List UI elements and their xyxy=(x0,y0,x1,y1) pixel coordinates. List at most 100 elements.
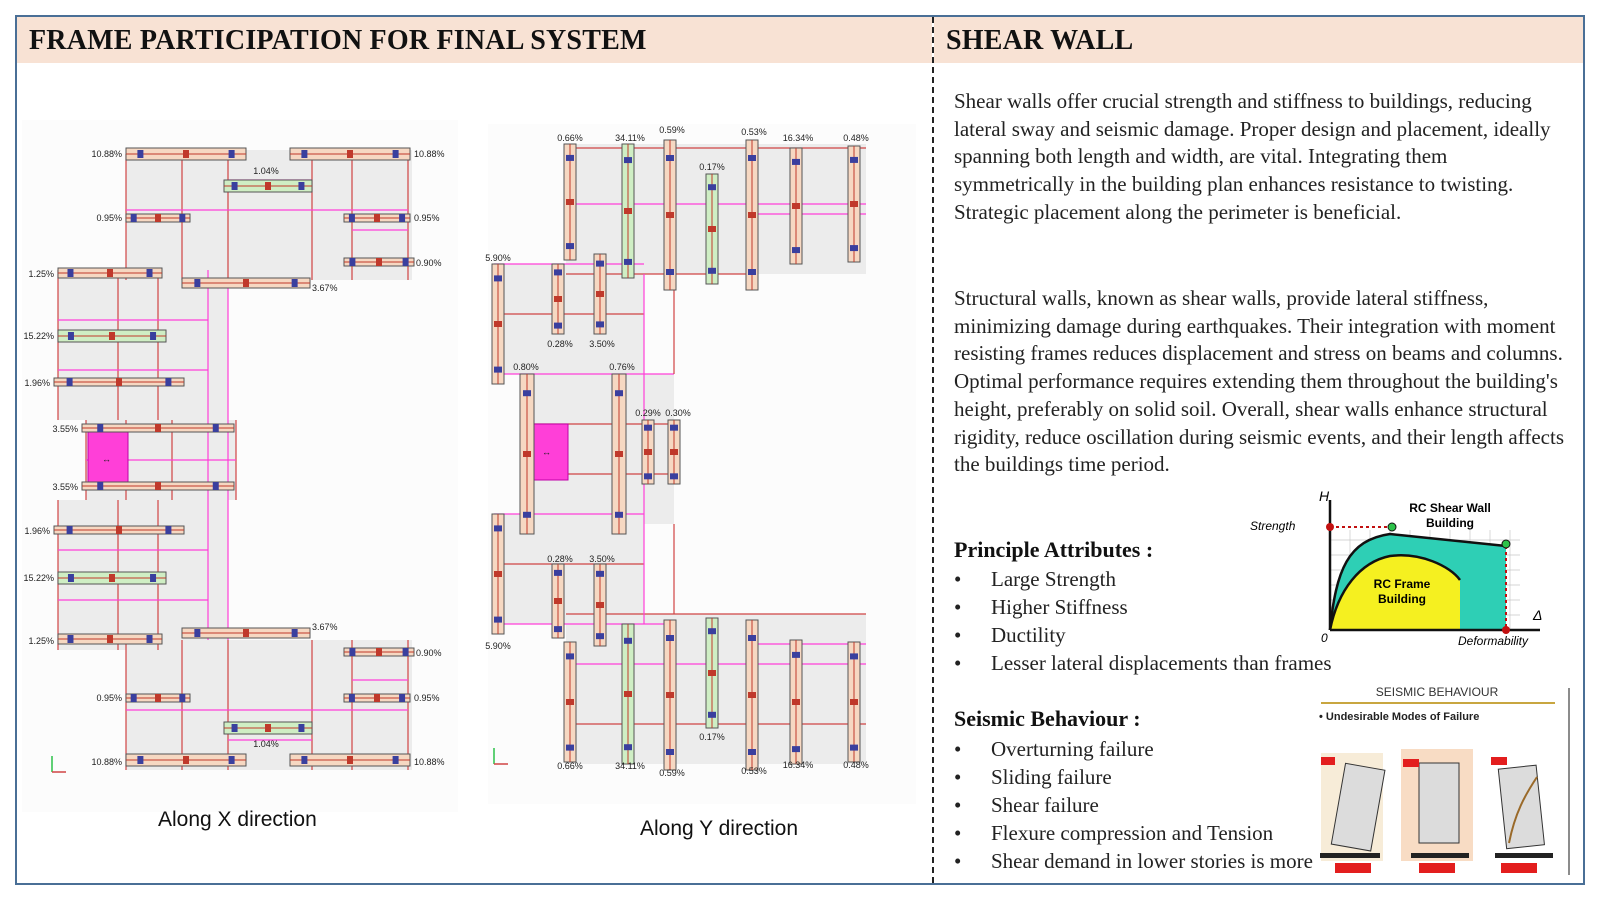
column xyxy=(243,279,249,287)
column xyxy=(523,511,531,518)
bullet: • xyxy=(954,765,962,789)
participation-label: 0.90% xyxy=(416,258,442,268)
column xyxy=(666,749,674,755)
column xyxy=(130,214,137,222)
strength-point xyxy=(1326,523,1334,531)
participation-label: 1.96% xyxy=(24,378,50,388)
bullet: • xyxy=(954,567,962,591)
column xyxy=(155,424,161,432)
column xyxy=(376,258,382,266)
column xyxy=(792,158,800,165)
column xyxy=(615,511,623,518)
column xyxy=(494,321,502,327)
column xyxy=(179,694,186,702)
shear-wall-core xyxy=(87,429,129,487)
participation-label: 0.17% xyxy=(699,732,725,742)
column xyxy=(494,366,502,373)
shear-wall-curve xyxy=(1328,532,1507,631)
column xyxy=(494,525,502,532)
column xyxy=(850,156,858,163)
participation-label: 1.25% xyxy=(28,636,54,646)
seismic-figure-title: SEISMIC BEHAVIOUR xyxy=(1376,685,1499,699)
sliding-sketch xyxy=(1401,749,1473,873)
column xyxy=(596,570,604,577)
column xyxy=(392,756,399,764)
participation-label: 34.11% xyxy=(615,133,645,143)
column xyxy=(566,243,574,250)
column xyxy=(228,756,235,764)
seismic-list: •Overturning failure •Sliding failure •S… xyxy=(954,735,1313,875)
column xyxy=(566,744,574,751)
column xyxy=(66,526,73,534)
column xyxy=(392,150,399,158)
column xyxy=(107,635,113,643)
column xyxy=(554,626,562,633)
column xyxy=(109,574,115,582)
participation-label: 1.04% xyxy=(253,739,279,749)
plan-x-caption: Along X direction xyxy=(158,808,317,831)
capacity-curve-graph: H Δ 0 Strength Deformability RC Shear Wa… xyxy=(1250,488,1542,648)
column xyxy=(150,332,157,340)
column xyxy=(349,258,356,266)
frame-label-1: RC Frame xyxy=(1374,577,1431,591)
graph-deformability-label: Deformability xyxy=(1458,634,1529,648)
plan-y-caption: Along Y direction xyxy=(640,817,799,840)
column xyxy=(615,390,623,397)
column xyxy=(748,269,756,275)
principle-item: •Ductility xyxy=(954,623,1066,647)
frame-label-2: Building xyxy=(1378,592,1426,606)
column xyxy=(748,155,756,161)
participation-label: 0.59% xyxy=(659,768,685,778)
column xyxy=(596,291,604,297)
participation-label: 0.80% xyxy=(513,362,539,372)
participation-label: 3.55% xyxy=(52,482,78,492)
principle-list: •Large Strength •Higher Stiffness •Ducti… xyxy=(954,565,1332,677)
column xyxy=(708,184,716,191)
column xyxy=(554,269,562,276)
core-arrow: ↔ xyxy=(542,447,551,457)
participation-label: 15.22% xyxy=(23,331,54,341)
column xyxy=(566,154,574,161)
participation-label: 1.96% xyxy=(24,526,50,536)
shear-wall-label-1: RC Shear Wall xyxy=(1409,501,1491,515)
column xyxy=(231,182,238,190)
column xyxy=(137,150,144,158)
structural-paragraph: Structural walls, known as shear walls, … xyxy=(954,286,1564,477)
frame-curve xyxy=(1328,554,1462,631)
column xyxy=(523,451,531,457)
column xyxy=(146,269,153,277)
column xyxy=(183,150,189,158)
column xyxy=(554,569,562,576)
column xyxy=(624,208,632,214)
column xyxy=(67,269,74,277)
participation-label: 10.88% xyxy=(91,149,122,159)
column xyxy=(666,155,674,161)
column xyxy=(792,247,800,254)
floor-block xyxy=(126,640,412,770)
ultimate-point xyxy=(1502,626,1510,634)
column xyxy=(130,694,137,702)
participation-label: 5.90% xyxy=(485,253,511,263)
participation-label: 16.34% xyxy=(783,133,814,143)
column xyxy=(376,648,382,656)
participation-label: 5.90% xyxy=(485,641,511,651)
column xyxy=(748,749,756,755)
shear-wall-core xyxy=(529,423,569,481)
column xyxy=(624,744,632,751)
seismic-item: •Shear failure xyxy=(954,793,1099,817)
bullet: • xyxy=(954,651,962,675)
column xyxy=(212,424,219,432)
column xyxy=(347,756,353,764)
bullet: • xyxy=(954,737,962,761)
column xyxy=(850,245,858,252)
column xyxy=(265,724,271,732)
participation-label: 1.04% xyxy=(253,166,279,176)
column xyxy=(348,214,355,222)
column xyxy=(67,635,74,643)
participation-label: 0.48% xyxy=(843,133,869,143)
column xyxy=(850,201,858,207)
column xyxy=(792,203,800,209)
column xyxy=(624,157,632,164)
column xyxy=(596,260,604,267)
participation-label: 0.30% xyxy=(665,408,691,418)
